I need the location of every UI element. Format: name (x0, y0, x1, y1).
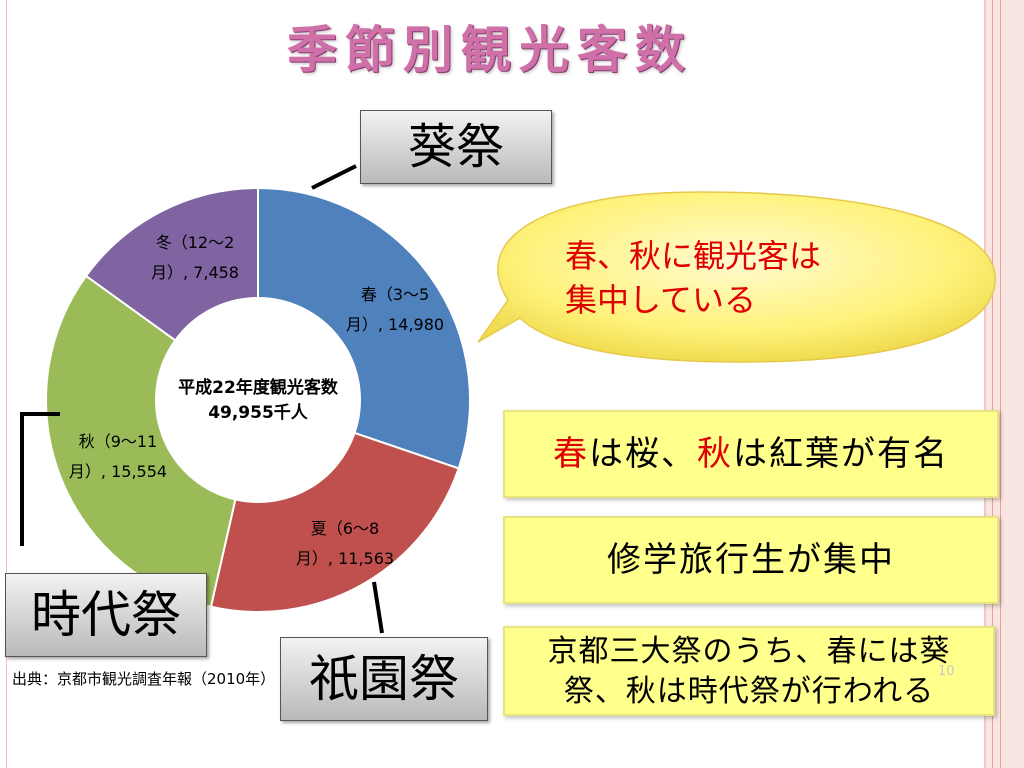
slice-autumn (45, 274, 237, 608)
source-citation: 出典：京都市観光調査年報（2010年） (12, 670, 276, 688)
chart-slices (45, 186, 471, 613)
chart-slice-labels: 春（3〜5 月）, 14,980 夏（6〜8 月）, 11,563 秋（9〜11 月）, … (69, 233, 444, 568)
slice-label-summer-line2: 月）, 11,563 (296, 549, 394, 568)
info-box-festivals-line-2: 祭、秋は時代祭が行われる (563, 674, 935, 709)
right-bar-line (1000, 0, 1001, 768)
aoi-connector-line (311, 164, 357, 190)
chart-center-label-line1: 平成22年度観光客数 (178, 377, 339, 398)
slide-title: 季節別観光客数 (287, 21, 693, 79)
slice-label-spring-line1: 春（3〜5 (361, 285, 429, 304)
gion-connector-line (372, 581, 384, 634)
info-box-spring-autumn: 春は桜、秋は紅葉が有名 (503, 410, 999, 498)
info-box-koyo: は紅葉が有名 (733, 434, 949, 474)
jidai-connector-line (20, 412, 60, 546)
left-border-line (6, 0, 7, 768)
info-box-festivals-line-1: 京都三大祭のうち、春には葵 (547, 634, 951, 669)
slice-label-autumn-line2: 月）, 15,554 (69, 462, 167, 481)
slice-label-winter-line2: 月）, 7,458 (151, 263, 239, 282)
speech-bubble (477, 191, 996, 363)
jidai-festival-callout: 時代祭 (5, 573, 207, 657)
info-box-school-trips: 修学旅行生が集中 (503, 516, 999, 604)
bubble-line-2: 集中している (565, 281, 757, 319)
slice-spring (257, 186, 471, 470)
gion-festival-callout: 祇園祭 (280, 637, 488, 721)
slice-label-autumn-line1: 秋（9〜11 (79, 432, 158, 451)
slice-label-winter-line1: 冬（12〜2 (156, 233, 235, 252)
chart-center-label-line2: 49,955千人 (208, 403, 309, 423)
page-number: 10 (938, 664, 955, 679)
info-box-spring: 春 (553, 434, 589, 474)
slice-label-spring-line2: 月）, 14,980 (346, 315, 444, 334)
speech-bubble-text: 春、秋に観光客は 集中している (565, 234, 925, 322)
slice-winter (84, 186, 259, 342)
slice-summer (209, 431, 460, 613)
slice-label-summer-line1: 夏（6〜8 (311, 519, 379, 538)
right-bar-line (992, 0, 993, 768)
info-box-festivals: 京都三大祭のうち、春には葵 祭、秋は時代祭が行われる (503, 626, 995, 716)
bubble-line-1: 春、秋に観光客は (565, 237, 822, 275)
info-box-sakura: は桜、 (589, 434, 697, 474)
info-box-autumn: 秋 (697, 434, 733, 474)
aoi-festival-callout: 葵祭 (360, 110, 552, 184)
